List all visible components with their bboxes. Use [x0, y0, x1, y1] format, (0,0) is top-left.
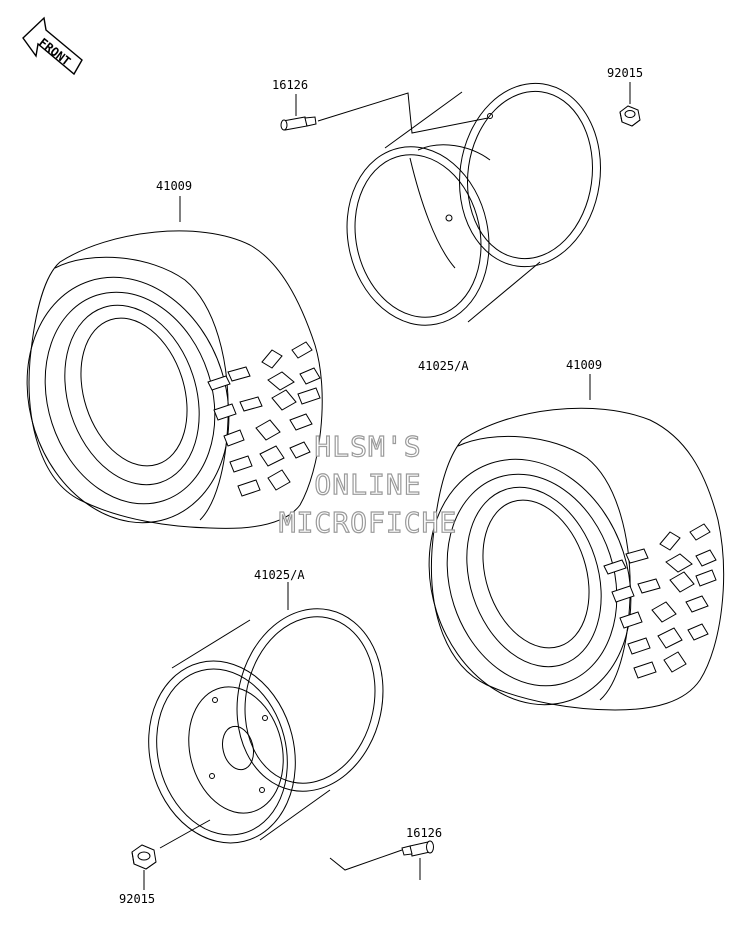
- tire-right: [428, 407, 725, 711]
- front-arrow: FRONT: [22, 16, 83, 76]
- valve-stem-bottom: [401, 840, 434, 857]
- nut-bottom: [131, 844, 157, 870]
- rim-top: [346, 82, 601, 326]
- nut-top: [619, 105, 641, 127]
- callout-16126-bottom: 16126: [406, 826, 442, 840]
- watermark-line1: HLSM'S: [314, 430, 421, 463]
- callout-92015-bottom: 92015: [119, 892, 155, 906]
- tread-left: [207, 341, 321, 497]
- callout-92015-top: 92015: [607, 66, 643, 80]
- tread-right: [603, 523, 717, 679]
- callout-41025a-top: 41025/A: [418, 359, 469, 373]
- leader-valve-top: [317, 92, 489, 134]
- tire-left: [26, 230, 323, 529]
- callout-41009-left: 41009: [156, 179, 192, 193]
- callout-16126-top: 16126: [272, 78, 308, 92]
- callout-41009-right: 41009: [566, 358, 602, 372]
- watermark-line2: ONLINE: [314, 468, 421, 501]
- watermark: HLSM'S ONLINE MICROFICHE: [278, 429, 458, 539]
- leader-valve-bottom: [329, 849, 403, 871]
- valve-stem-top: [280, 116, 317, 131]
- watermark-line3: MICROFICHE: [279, 506, 458, 539]
- front-arrow-text: FRONT: [36, 35, 73, 68]
- callout-41025a-bottom: 41025/A: [254, 568, 305, 582]
- rim-bottom: [148, 608, 384, 844]
